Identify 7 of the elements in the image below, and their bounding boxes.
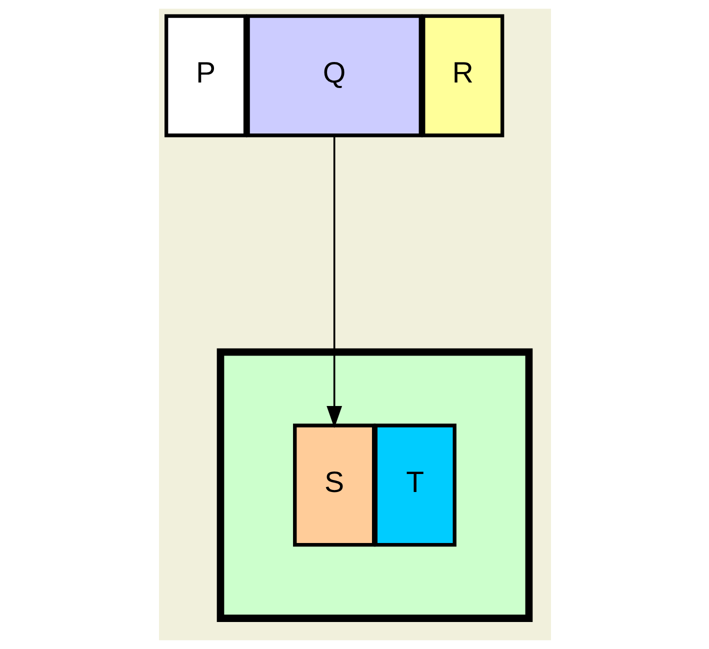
node-box: T: [373, 424, 456, 547]
cluster: [216, 348, 532, 622]
node-box: R: [421, 14, 504, 138]
node-box: S: [292, 424, 376, 547]
arrow: [326, 136, 342, 428]
node-box: P: [164, 14, 247, 138]
node-box: Q: [246, 14, 422, 138]
